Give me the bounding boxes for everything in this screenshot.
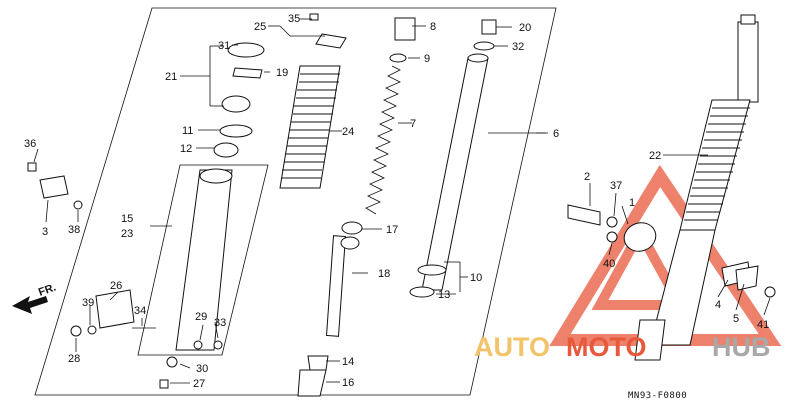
label-38: 38 <box>68 224 80 236</box>
direction-arrow: FR. <box>12 281 58 314</box>
label-9: 9 <box>424 53 430 65</box>
label-12: 12 <box>180 143 192 155</box>
label-13: 13 <box>438 289 450 301</box>
watermark-triangle-inner <box>591 221 689 310</box>
ring-17 <box>341 221 363 235</box>
label-19: 19 <box>276 67 288 79</box>
label-26: 26 <box>110 280 122 292</box>
collar-8 <box>394 17 416 41</box>
label-14: 14 <box>342 356 354 368</box>
label-22: 22 <box>649 150 661 162</box>
watermark-text-hub: HUB <box>712 332 771 362</box>
clamp-2 <box>567 204 601 226</box>
label-10: 10 <box>470 272 482 284</box>
part-labels: 1 2 3 4 5 6 7 8 9 10 11 12 13 14 15 16 1… <box>24 13 769 390</box>
nut-38 <box>73 200 83 210</box>
label-41: 41 <box>757 319 769 331</box>
fork-tube-upper <box>737 21 759 103</box>
fork-tube-cap <box>740 14 756 25</box>
direction-label: FR. <box>37 281 58 298</box>
fork-tube-10 <box>409 53 489 298</box>
bearing-21 <box>221 95 251 113</box>
label-18: 18 <box>378 268 390 280</box>
fork-spring-7 <box>365 65 401 215</box>
bolt-41 <box>764 286 776 298</box>
left-fork-assembly <box>27 42 265 389</box>
label-1: 1 <box>629 197 635 209</box>
label-31: 31 <box>218 40 230 52</box>
label-24: 24 <box>342 126 354 138</box>
washer-12 <box>213 142 239 158</box>
guide-13 <box>409 286 435 298</box>
slider-group-frame <box>137 164 269 356</box>
washer-30 <box>166 356 178 368</box>
label-3: 3 <box>42 226 48 238</box>
washer-39 <box>87 325 97 335</box>
fork-boot-24 <box>279 65 341 189</box>
bracket-5 <box>735 265 759 291</box>
label-32: 32 <box>512 41 524 53</box>
label-25: 25 <box>254 21 266 33</box>
label-21: 21 <box>165 71 177 83</box>
label-34: 34 <box>134 305 146 317</box>
fork-group-frame <box>34 7 557 396</box>
seal-11 <box>219 124 253 138</box>
clamp-3 <box>39 175 69 199</box>
fork-boot <box>679 99 751 231</box>
label-40: 40 <box>603 258 615 270</box>
label-5: 5 <box>733 313 739 325</box>
top-parts <box>297 13 497 397</box>
dust-seal-16 <box>297 369 327 397</box>
reflector-1 <box>623 222 657 252</box>
label-39: 39 <box>82 297 94 309</box>
nut-28 <box>70 325 82 337</box>
label-37: 37 <box>610 180 622 192</box>
ring-19 <box>232 67 263 79</box>
watermark-text-auto: AUTO <box>474 332 550 362</box>
seal-14 <box>307 355 329 371</box>
label-15: 15 <box>121 213 133 225</box>
label-20: 20 <box>519 22 531 34</box>
label-23: 23 <box>121 228 133 240</box>
oring-32 <box>473 41 495 51</box>
label-36: 36 <box>24 138 36 150</box>
diagram-code: MN93-F0800 <box>628 391 687 401</box>
label-2: 2 <box>584 171 590 183</box>
watermark-text-moto: MOTO <box>566 332 647 362</box>
fork-slider-right <box>649 229 716 346</box>
label-27: 27 <box>193 378 205 390</box>
screw-35 <box>309 13 319 21</box>
bolt-33 <box>213 340 223 350</box>
right-fork-assembly <box>567 14 776 361</box>
bolt-37 <box>606 216 618 228</box>
label-7: 7 <box>410 118 416 130</box>
label-29: 29 <box>195 311 207 323</box>
cap-bolt-20 <box>481 19 497 35</box>
label-4: 4 <box>715 299 721 311</box>
label-8: 8 <box>430 21 436 33</box>
leader-lines <box>33 18 771 384</box>
label-17: 17 <box>386 224 398 236</box>
label-6: 6 <box>553 128 559 140</box>
washer-9 <box>389 53 407 63</box>
axle-holder-right <box>634 319 666 361</box>
slider-top <box>199 168 233 184</box>
label-35: 35 <box>288 13 300 25</box>
label-30: 30 <box>196 363 208 375</box>
bolt-29 <box>193 340 203 350</box>
damper-rod-18 <box>325 221 363 337</box>
label-11: 11 <box>182 125 193 137</box>
label-16: 16 <box>342 377 354 389</box>
watermark-wordmark: AUTO MOTO HUB <box>474 332 771 362</box>
axle-holder-26 <box>95 289 135 329</box>
nut-40 <box>606 231 618 243</box>
seal-31 <box>227 42 265 58</box>
label-33: 33 <box>214 317 226 329</box>
clip-25 <box>315 33 347 49</box>
label-28: 28 <box>68 353 80 365</box>
bolt-27 <box>159 379 169 389</box>
bolt-36 <box>27 162 37 172</box>
